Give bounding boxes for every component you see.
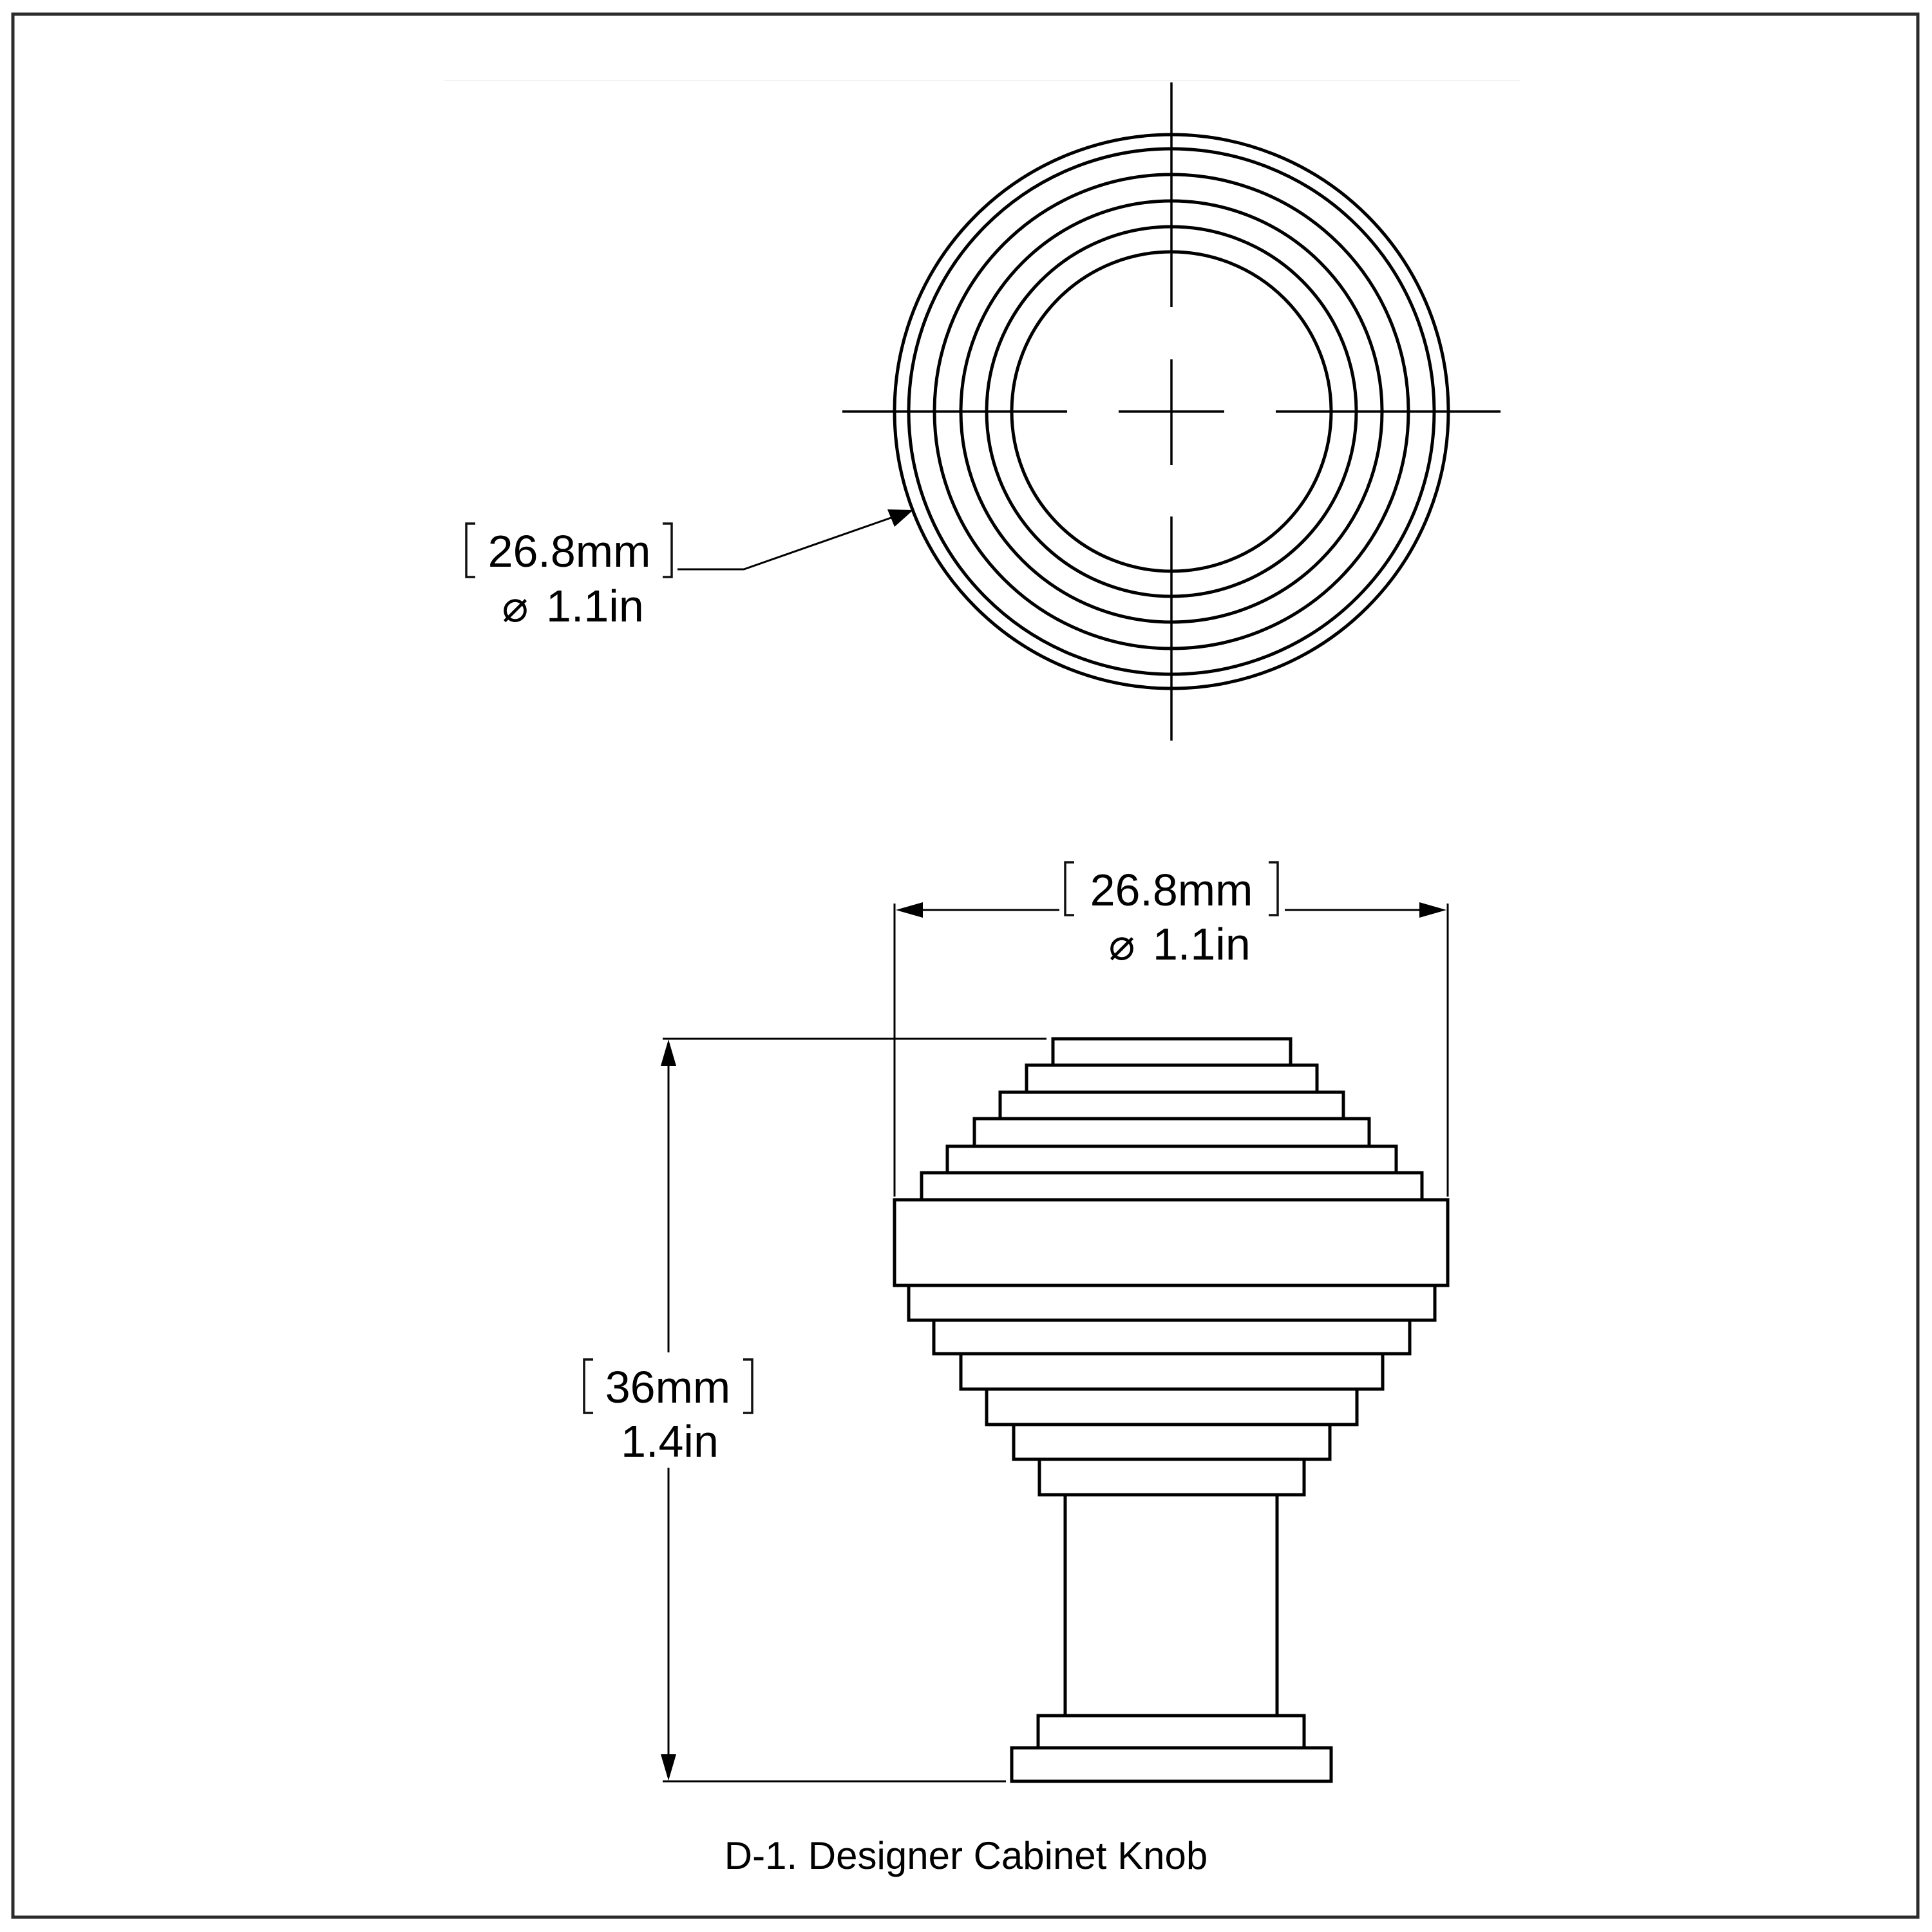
step-3 [998, 1090, 1345, 1121]
width-imperial: 1.1in [1153, 919, 1251, 969]
lower-step-5 [1012, 1423, 1332, 1461]
lower-step-2 [932, 1318, 1412, 1356]
diameter-leader [677, 509, 913, 571]
height-dimension: 36mm 1.4in [583, 1037, 1046, 1783]
arrow-up-icon [661, 1039, 676, 1066]
arrow-down-icon [661, 1754, 676, 1781]
lower-step-4 [985, 1387, 1359, 1426]
top-diameter-metric: 26.8mm [488, 526, 651, 576]
step-4 [972, 1117, 1371, 1148]
knob-lower-steps [907, 1283, 1437, 1497]
width-metric: 26.8mm [1090, 865, 1253, 915]
top-diameter-imperial: 1.1in [546, 581, 644, 631]
knob-upper-steps [920, 1037, 1424, 1202]
drawing-caption: D-1. Designer Cabinet Knob [724, 1834, 1208, 1877]
bracket-left [583, 1358, 593, 1414]
arrow-left-icon [896, 902, 923, 918]
height-imperial: 1.4in [621, 1416, 719, 1466]
bracket-left [1064, 861, 1074, 916]
step-5 [945, 1144, 1398, 1175]
arrow-right-icon [1419, 902, 1446, 918]
side-view: 26.8mm ⌀ 1.1in 36mm 1.4in [583, 861, 1450, 1783]
drawing-frame [11, 12, 1920, 1919]
height-metric: 36mm [605, 1362, 730, 1412]
knob-base-lower [1010, 1746, 1333, 1783]
width-dimension: 26.8mm ⌀ 1.1in [893, 861, 1449, 1197]
diameter-symbol-icon: ⌀ [502, 582, 529, 631]
lower-step-1 [907, 1283, 1437, 1322]
lower-step-3 [959, 1352, 1385, 1391]
top-diameter-label: 26.8mm ⌀ 1.1in [465, 522, 673, 631]
bracket-right [663, 522, 673, 578]
center-lines [842, 82, 1501, 741]
step-2 [1025, 1063, 1319, 1094]
top-view: 26.8mm ⌀ 1.1in [465, 82, 1501, 741]
bracket-right [1269, 861, 1279, 916]
bracket-left [465, 522, 475, 578]
lower-step-6 [1037, 1457, 1306, 1497]
knob-base-upper [1036, 1714, 1306, 1750]
step-6 [920, 1171, 1424, 1202]
knob-stem [1063, 1493, 1279, 1718]
bracket-right [743, 1358, 753, 1414]
leader-arrow-icon [887, 509, 913, 527]
diameter-symbol-icon: ⌀ [1109, 920, 1135, 969]
knob-main-band [893, 1198, 1450, 1287]
step-1 [1051, 1037, 1293, 1067]
